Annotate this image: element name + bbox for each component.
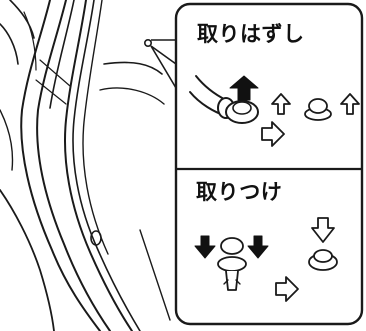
clip-icon (217, 237, 247, 291)
removal-section (189, 75, 360, 147)
clip-icon (308, 249, 338, 271)
up-arrow-icon (340, 93, 360, 115)
clip-icon (225, 100, 259, 124)
remove-label: 取りはずし (197, 22, 305, 46)
up-arrow-icon (271, 93, 291, 115)
right-arrow-icon (275, 276, 299, 302)
up-arrow-icon (229, 75, 259, 101)
install-section (194, 217, 338, 302)
install-label: 取りつけ (196, 180, 283, 204)
down-arrow-icon (247, 235, 269, 259)
clip-pointer (144, 38, 177, 89)
down-arrow-icon (194, 235, 216, 259)
car-body-illustration (0, 0, 171, 331)
clip-icon (304, 98, 332, 121)
down-arrow-icon (311, 217, 335, 243)
instruction-panel (174, 2, 364, 326)
right-arrow-icon (261, 121, 285, 147)
